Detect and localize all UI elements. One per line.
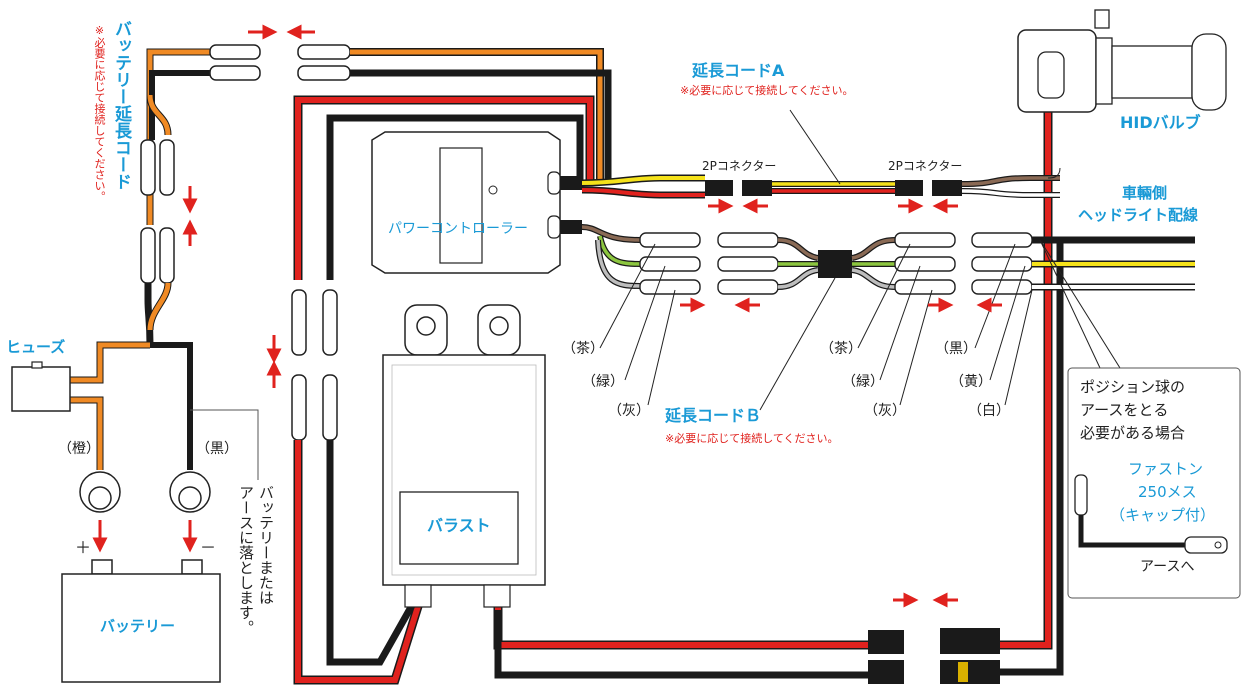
ballast [382,304,546,608]
gray-label-1: （灰） [608,403,650,419]
fuse-box [11,366,71,412]
black-label-left: （黒） [196,441,238,457]
ext-b-note: ※必要に応じて接続してください。 [665,432,839,445]
ext-b-title: 延長コードＢ [665,406,762,425]
faston-label-3: （キャップ付） [1110,506,1216,524]
extension-cord-a [581,109,1060,199]
black-label-right: （黒） [935,341,977,357]
power-controller [371,131,582,274]
ext-a-title: 延長コードA [692,61,785,80]
fuse-label: ヒューズ [6,338,66,356]
brown-label-1: （茶） [562,341,604,357]
plus-sign: ＋ [75,538,92,557]
battery-ext-note: ※必要に応じて接続してください。 [93,24,106,202]
orange-label: （橙） [58,441,100,457]
hid-bulb-label: HIDバルブ [1120,113,1201,132]
battery [61,559,221,683]
faston-label-2: 250メス [1138,483,1197,501]
hid-bulb [1017,9,1227,179]
ballast-label: バラスト [427,516,491,535]
position-ground-box [1039,239,1241,599]
brown-label-2: （茶） [820,341,862,357]
ballast-hid-connector [868,628,1000,684]
position-note-2: アースをとる [1080,401,1169,419]
connector-2p-left: 2Pコネクター [702,159,777,173]
connection-arrows [92,24,1002,608]
yellow-label: （黄） [950,374,992,390]
vehicle-side-label-1: 車輛側 [1122,184,1168,202]
faston-label-1: ファストン [1128,460,1204,478]
position-note-3: 必要がある場合 [1080,424,1186,442]
battery-extension-cord [11,44,351,513]
ext-a-note: ※必要に応じて接続してください。 [680,84,854,97]
minus-sign: － [200,538,217,557]
to-ground-label: アースへ [1140,559,1195,575]
main-harness [291,48,1064,685]
battery-ext-title: バッテリー延長コード [111,20,131,190]
battery-label: バッテリー [100,617,176,635]
green-label-2: （緑） [842,374,884,390]
extension-cord-b [581,224,1195,411]
vehicle-side-label-2: ヘッドライト配線 [1078,206,1199,224]
ground-note-2: アースに落とします。 [237,485,255,635]
power-controller-label: パワーコントローラー [388,221,528,237]
connector-2p-right: 2Pコネクター [888,159,963,173]
position-note-1: ポジション球の [1080,378,1186,396]
gray-label-2: （灰） [864,403,906,419]
green-label-1: （緑） [582,374,624,390]
white-label: （白） [968,403,1010,419]
ground-note-1: バッテリーまたは [257,485,275,605]
